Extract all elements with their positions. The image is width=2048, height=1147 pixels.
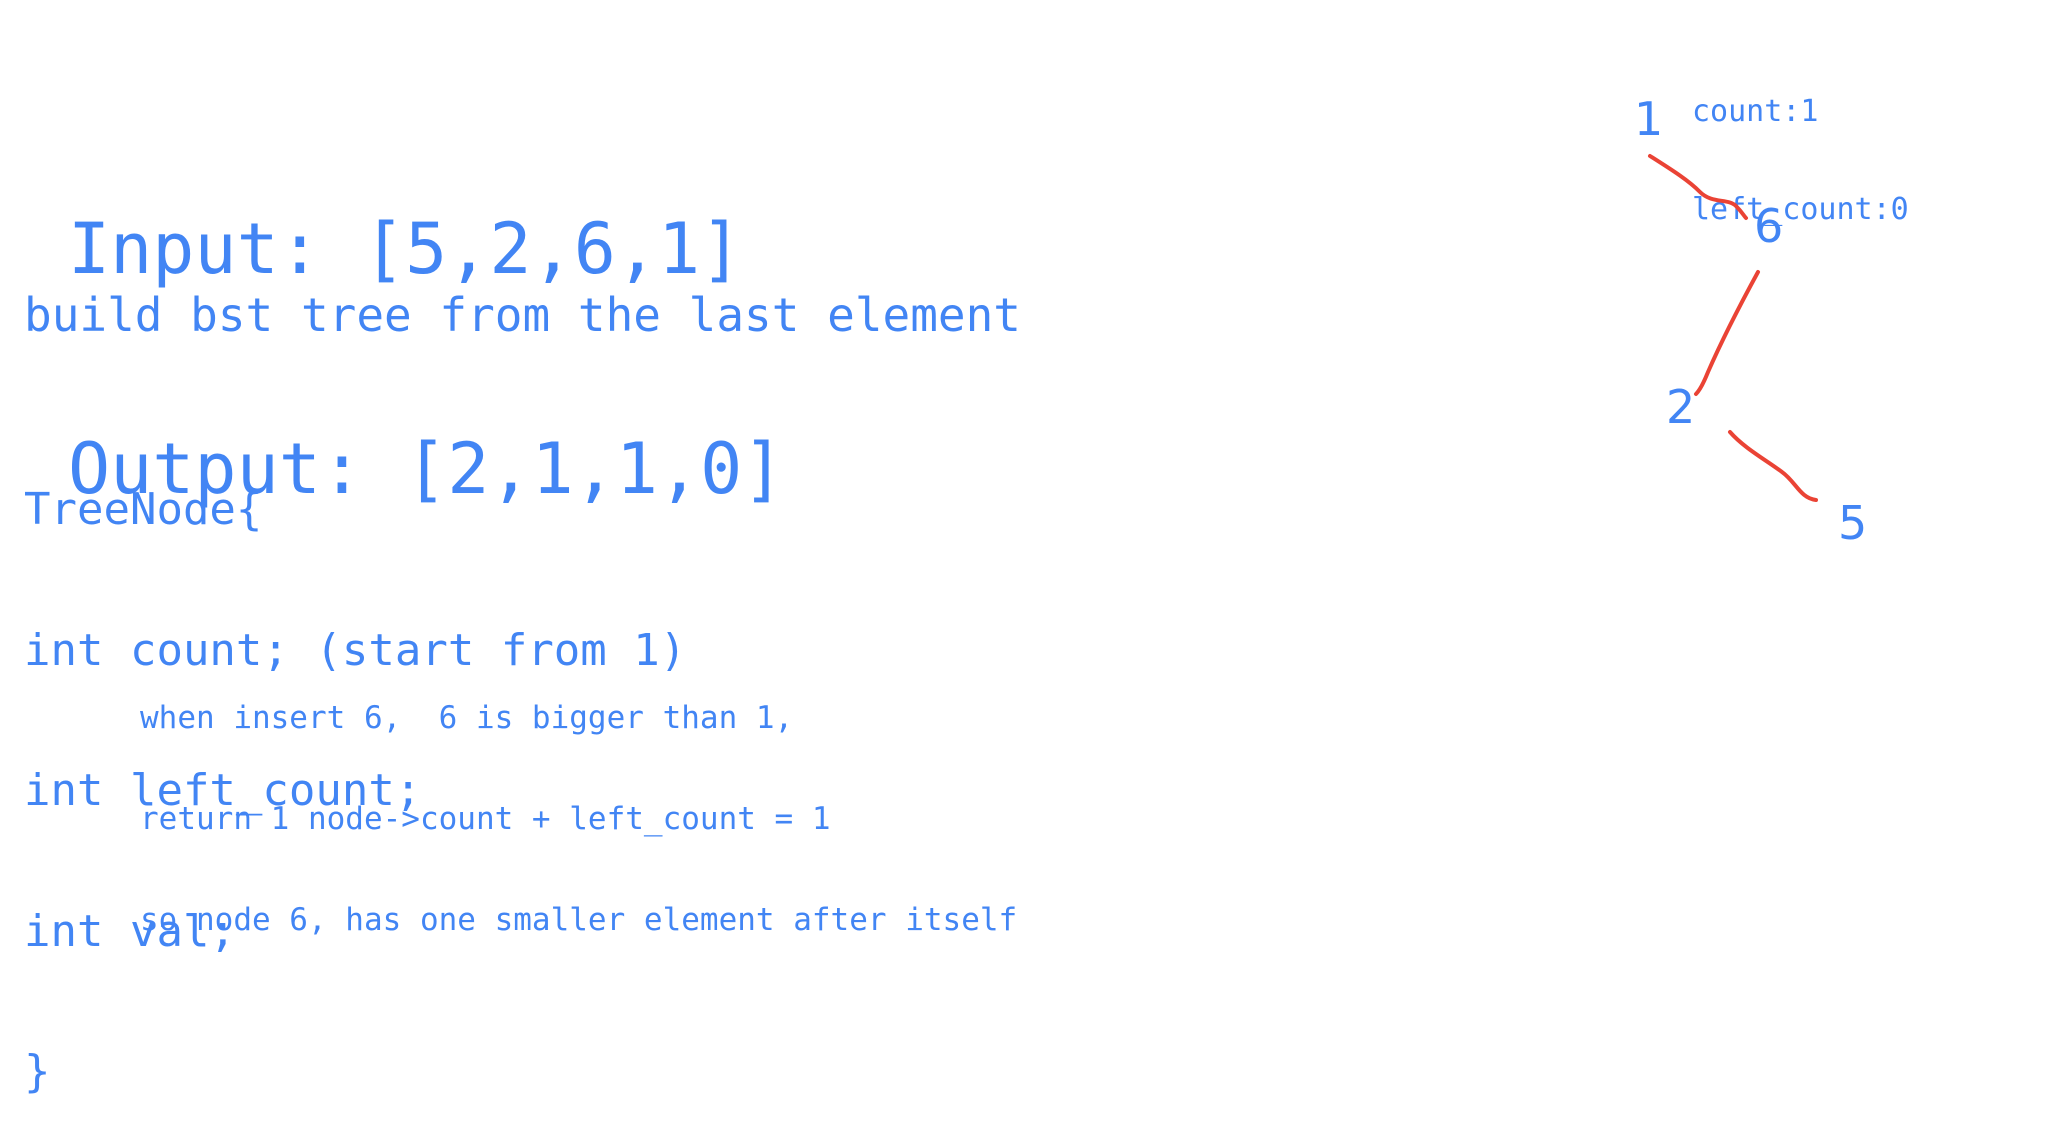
example-io: Input: [5,2,6,1] Output: [2,1,1,0] xyxy=(68,74,784,584)
code-line: int left_count; xyxy=(24,765,422,816)
code-line: TreeNode{ xyxy=(24,484,263,535)
insert-explanation: when insert 6, 6 is bigger than 1, retur… xyxy=(140,641,1017,975)
node-1-annotation: count:1 left_count:0 xyxy=(1692,37,1909,263)
edge-6-2 xyxy=(1694,270,1760,396)
note-line: return 1 node->count + left_count = 1 xyxy=(140,801,831,837)
code-line: int val; xyxy=(24,905,236,957)
input-line: Input: [5,2,6,1] xyxy=(68,208,743,290)
treenode-definition: TreeNode{ int count; (start from 1) int … xyxy=(24,400,686,1147)
code-line: int count; (start from 1) xyxy=(24,624,687,676)
note-line: when insert 6, 6 is bigger than 1, xyxy=(140,700,794,736)
tree-node-2: 2 xyxy=(1666,380,1696,434)
tree-node-6: 6 xyxy=(1754,199,1784,253)
approach-heading: build bst tree from the last element xyxy=(24,288,1021,342)
output-line: Output: [2,1,1,0] xyxy=(68,428,785,510)
count-label: count:1 xyxy=(1692,94,1819,129)
tree-node-5: 5 xyxy=(1838,496,1868,550)
edge-2-5 xyxy=(1728,430,1818,502)
tree-node-1: 1 xyxy=(1634,92,1664,146)
note-line: so node 6, has one smaller element after… xyxy=(140,902,1018,938)
left-count-label: left_count:0 xyxy=(1692,192,1909,227)
code-line: } xyxy=(24,1046,51,1097)
